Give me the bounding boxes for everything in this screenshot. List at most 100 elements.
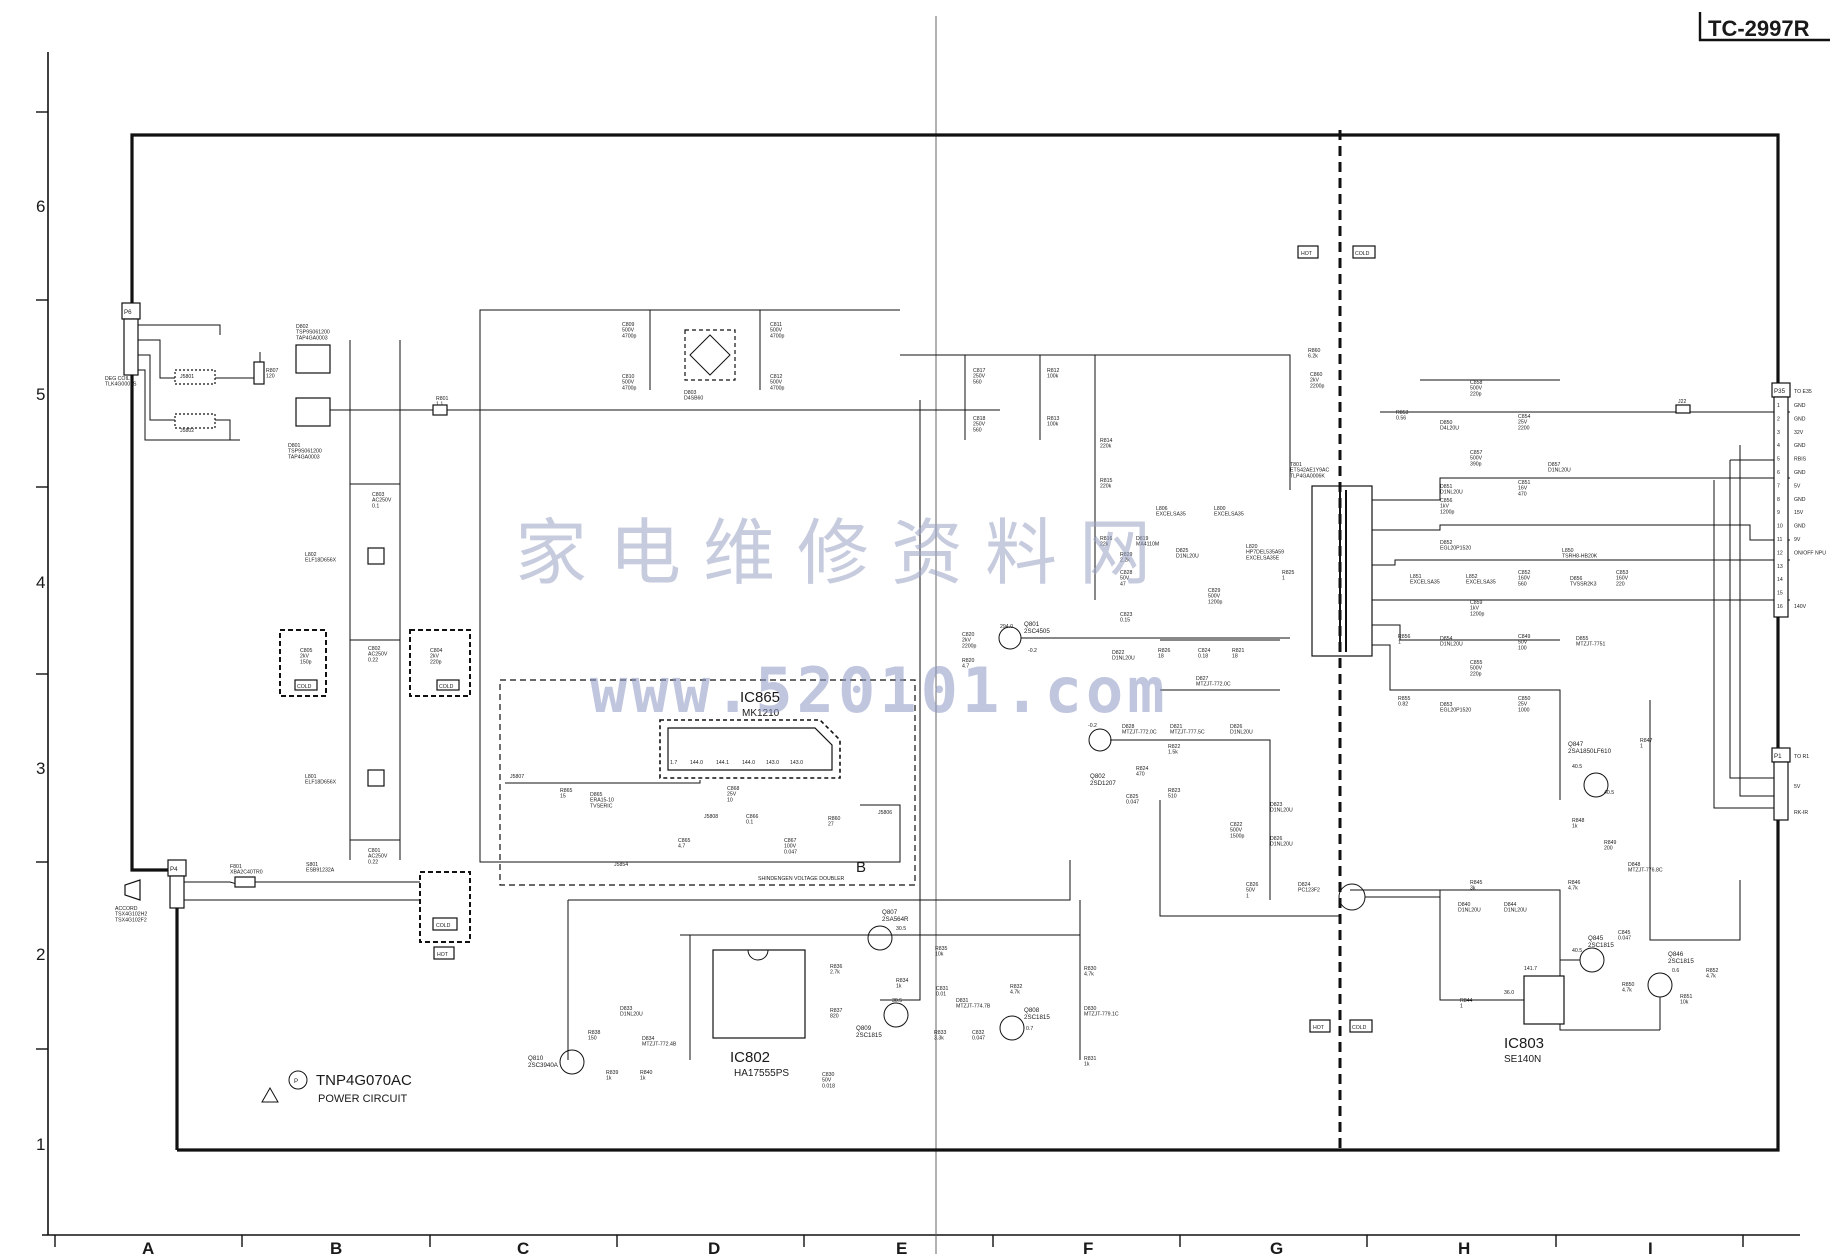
- connector-p1-label: P1: [1774, 753, 1782, 760]
- row-label-2: 2: [36, 945, 45, 964]
- p35-pin-number: 3: [1777, 430, 1780, 436]
- p1-pin-5v: 5V: [1794, 784, 1801, 790]
- p35-pin-label: GND: [1794, 497, 1806, 503]
- col-label-d: D: [708, 1239, 720, 1254]
- ic865-pin-4: 144.0: [742, 760, 755, 766]
- ic803-pin2-voltage: 36.0: [1504, 990, 1514, 996]
- col-label-c: C: [517, 1239, 529, 1254]
- block-b-label: B: [856, 859, 866, 876]
- frame-ruler: [36, 16, 1800, 1254]
- cold-tag-c804: COLD: [439, 684, 454, 690]
- col-label-b: B: [330, 1239, 342, 1254]
- j5808-label: J5808: [704, 814, 718, 820]
- p-mark: P: [294, 1078, 298, 1085]
- row-label-1: 1: [36, 1135, 45, 1154]
- p35-to-label: TO E35: [1794, 389, 1812, 395]
- j5854-label: J5854: [614, 862, 628, 868]
- hot-tag-top: HOT: [1301, 251, 1313, 257]
- p35-pin-number: 11: [1777, 537, 1782, 543]
- zone-tags: HOT COLD HOT COLD HOT: [433, 245, 1376, 1033]
- p35-pin-label: GND: [1794, 403, 1806, 409]
- col-label-g: G: [1270, 1239, 1283, 1254]
- j5806-label: J5806: [878, 810, 892, 816]
- col-label-i: I: [1648, 1239, 1653, 1254]
- p35-pin-number: 14: [1777, 577, 1783, 583]
- ic865-pin-3: 144.1: [716, 760, 729, 766]
- p1-to-label: TO R1: [1794, 754, 1809, 760]
- board-part-number: TNP4G070AC: [316, 1072, 412, 1089]
- ic865-pin-2: 144.0: [690, 760, 703, 766]
- p35-pin-label: 15V: [1794, 510, 1804, 516]
- model-title: TC-2997R: [1708, 16, 1810, 41]
- p35-pin-number: 5: [1777, 457, 1780, 463]
- hot-tag-left: HOT: [437, 952, 449, 958]
- p35-pin-number: 12: [1777, 550, 1783, 556]
- col-label-h: H: [1458, 1239, 1470, 1254]
- j5802-label: J5802: [180, 428, 194, 434]
- q802-base-voltage: -0.2: [1088, 723, 1097, 729]
- board-name-block: P TNP4G070AC POWER CIRCUIT: [261, 1070, 412, 1105]
- q845-base-voltage: 40.5: [1572, 948, 1582, 954]
- title-box: TC-2997R: [1698, 12, 1830, 42]
